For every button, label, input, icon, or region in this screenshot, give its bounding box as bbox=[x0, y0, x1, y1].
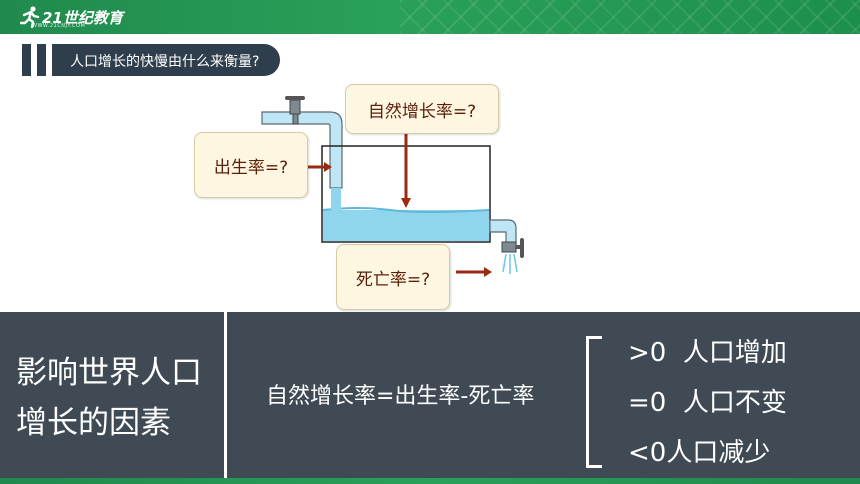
bottom-tap-icon bbox=[501, 238, 524, 258]
tank-water bbox=[323, 210, 489, 241]
factors-line-2: 增长的因素 bbox=[16, 405, 171, 441]
inflow-stream bbox=[331, 188, 341, 210]
top-header-bar: 21世纪教育 WWW.21CNJY.COM bbox=[0, 0, 860, 34]
result-zero: =0 人口不变 bbox=[628, 388, 787, 418]
banner-gap-1 bbox=[31, 44, 37, 76]
panel-divider bbox=[224, 312, 227, 484]
bottom-green-stripe bbox=[0, 478, 860, 484]
result-positive: >0 人口增加 bbox=[628, 338, 787, 368]
growth-results: >0 人口增加 =0 人口不变 <0人口减少 bbox=[628, 328, 787, 478]
site-logo[interactable]: 21世纪教育 bbox=[20, 3, 123, 31]
runner-icon bbox=[20, 6, 40, 28]
tank-illustration bbox=[261, 96, 524, 277]
growth-formula: 自然增长率=出生率-死亡率 bbox=[266, 384, 535, 409]
death-rate-callout: 死亡率=? bbox=[336, 244, 450, 310]
question-banner bbox=[22, 44, 280, 76]
top-tap-icon bbox=[285, 96, 305, 125]
banner-gap-2 bbox=[46, 44, 52, 76]
natural-rate-label: 自然增长率=? bbox=[367, 101, 477, 122]
result-negative: <0人口减少 bbox=[628, 438, 771, 468]
question-text: 人口增长的快慢由什么来衡量? bbox=[70, 54, 260, 70]
logo-text: 21世纪教育 bbox=[42, 8, 123, 27]
header-pattern bbox=[400, 0, 860, 34]
birth-rate-callout: 出生率=? bbox=[194, 132, 308, 198]
water-tank-diagram: 自然增长率=? 出生率=? 死亡率=? bbox=[190, 80, 550, 312]
natural-arrow-head bbox=[401, 198, 411, 208]
factors-line-1: 影响世界人口 bbox=[16, 355, 202, 391]
factors-heading: 影响世界人口 增长的因素 bbox=[16, 348, 202, 448]
death-rate-label: 死亡率=? bbox=[355, 269, 431, 290]
natural-rate-callout: 自然增长率=? bbox=[345, 84, 499, 134]
inflow-pipe bbox=[261, 111, 343, 189]
birth-rate-label: 出生率=? bbox=[213, 157, 289, 178]
birth-arrow-head bbox=[324, 162, 332, 172]
bottom-panel bbox=[0, 312, 860, 484]
outflow-drip bbox=[502, 253, 518, 274]
left-bracket bbox=[586, 336, 602, 468]
outflow-pipe bbox=[489, 219, 517, 245]
death-arrow-head bbox=[484, 267, 492, 277]
logo-subtext: WWW.21CNJY.COM bbox=[32, 23, 86, 29]
